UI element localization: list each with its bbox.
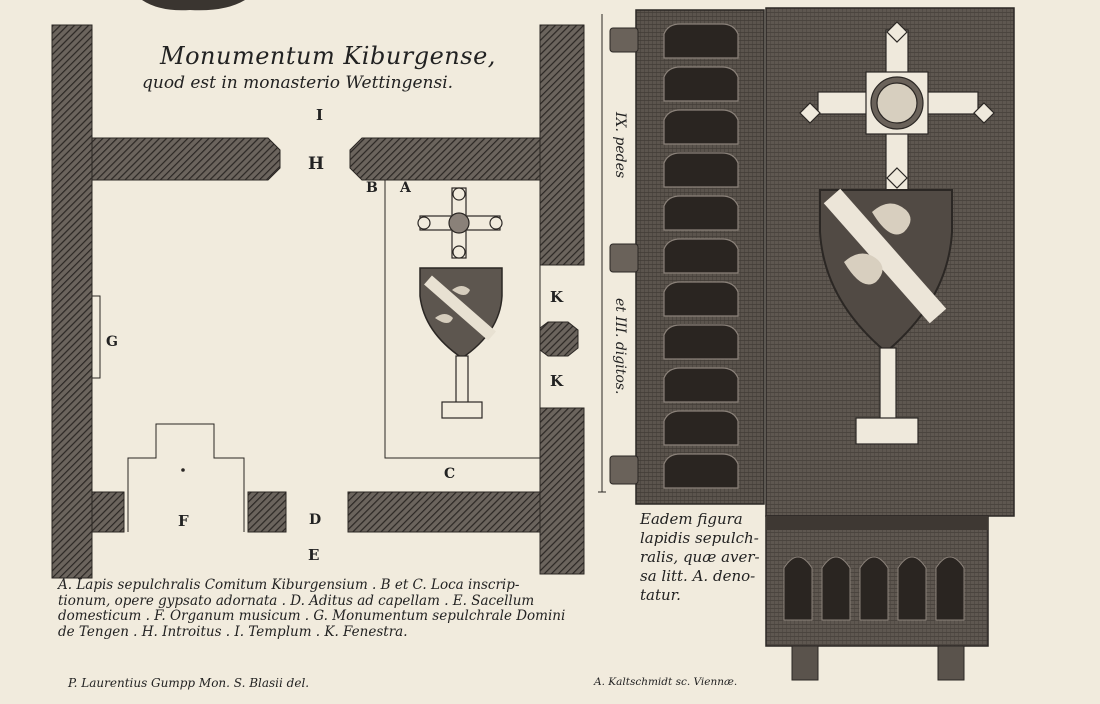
legend-line: de Tengen . H. Introitus . I. Templum . … [58, 623, 408, 640]
tomb-side-view [609, 9, 765, 505]
tomb-slab [765, 7, 1015, 681]
caption-line: tatur. [640, 586, 681, 604]
label-d: D [309, 512, 322, 528]
side-arch [663, 281, 739, 317]
credit-left: P. Laurentius Gumpp Mon. S. Blasii del. [68, 676, 310, 690]
label-h: H [308, 154, 325, 174]
side-arch [663, 238, 739, 274]
side-arch [663, 324, 739, 360]
side-arch [663, 453, 739, 489]
plan-pedestal [441, 355, 483, 419]
side-arch [663, 410, 739, 446]
wall-right-lower [539, 407, 585, 575]
wall-bottom-right [347, 491, 541, 533]
pin-top [609, 27, 639, 53]
title-line-2: quod est in monasterio Wettingensi. [142, 73, 454, 93]
base-arches [783, 556, 965, 621]
wall-right-upper [539, 24, 585, 266]
caption-line: sa litt. A. deno- [640, 567, 756, 585]
pin-bottom [609, 455, 639, 485]
slab-pedestal [855, 347, 919, 445]
label-c: C [444, 466, 456, 482]
slab-cross [799, 21, 995, 191]
caption-line: lapidis sepulch- [640, 529, 759, 547]
wall-top-right [349, 137, 541, 181]
legend-line: A. Lapis sepulchralis Comitum Kiburgensi… [58, 577, 520, 593]
scale-feet: IX. pedes [612, 112, 628, 179]
caption: Eadem figura lapidis sepulch- ralis, quæ… [640, 510, 760, 605]
label-k-top: K [550, 288, 564, 306]
scale-bar [598, 14, 606, 493]
organ-outline [127, 423, 245, 532]
credit-right: A. Kaltschmidt sc. Viennæ. [594, 676, 738, 688]
feet [791, 645, 965, 681]
wall-bottom-left [91, 491, 125, 533]
title-line-1: Monumentum Kiburgense, [160, 42, 496, 70]
label-g: G [106, 334, 118, 350]
slab-shield [819, 188, 953, 354]
wall-top-left [91, 137, 281, 181]
scale-digits: et III. digitos. [612, 298, 628, 395]
label-e: E [308, 546, 320, 564]
window-block [539, 321, 579, 357]
legend-line: domesticum . F. Organum musicum . G. Mon… [58, 608, 566, 624]
legend-line: tionum, opere gypsato adornata . D. Adit… [58, 592, 535, 609]
caption-line: Eadem figura [640, 510, 743, 528]
floor-plan [51, 24, 585, 579]
wall-bottom-mid [247, 491, 287, 533]
plan-cross [417, 187, 503, 259]
label-b: B [366, 180, 378, 196]
side-arch [663, 367, 739, 403]
legend: A. Lapis sepulchralis Comitum Kiburgensi… [58, 577, 583, 640]
label-i: I [316, 106, 324, 124]
side-arch [663, 109, 739, 145]
pin-middle [609, 243, 639, 273]
decorative-fragment [142, 0, 245, 11]
side-arch [663, 66, 739, 102]
side-arch [663, 152, 739, 188]
label-f: F [178, 512, 189, 530]
niche-g [91, 295, 101, 379]
wall-left [51, 24, 93, 579]
label-k-bottom: K [550, 372, 564, 390]
side-arch [663, 195, 739, 231]
side-arch [663, 23, 739, 59]
plan-shield [419, 267, 503, 359]
label-a: A [400, 180, 411, 196]
caption-line: ralis, quæ aver- [640, 548, 760, 566]
tomb-enclosure [384, 179, 541, 459]
